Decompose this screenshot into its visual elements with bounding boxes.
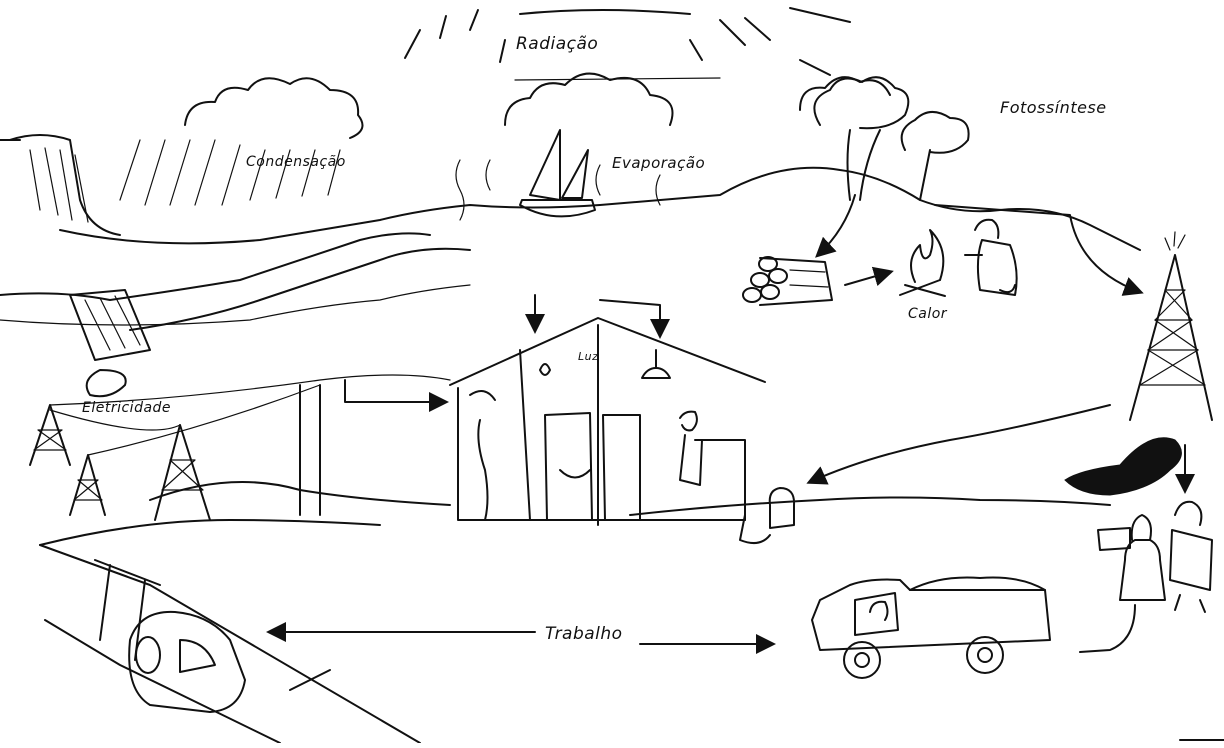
label-luz: Luz <box>578 350 598 363</box>
campfire <box>900 230 945 296</box>
label-eletricidade: Eletricidade <box>82 400 171 416</box>
house <box>450 318 794 543</box>
label-evaporacao: Evaporação <box>612 154 705 172</box>
label-fotossintese: Fotossíntese <box>1000 98 1107 117</box>
lamp-attendant <box>1098 502 1212 612</box>
power-towers <box>30 375 450 520</box>
sun-rays <box>405 8 850 80</box>
rain-lines <box>120 140 660 220</box>
pickup-truck <box>812 578 1050 679</box>
sailboat <box>520 130 595 216</box>
log-pile <box>743 257 832 305</box>
solar-panel <box>70 290 150 396</box>
landscape <box>0 168 1140 545</box>
label-trabalho: Trabalho <box>545 624 623 644</box>
oil-derrick <box>1065 232 1212 495</box>
clouds <box>185 74 890 138</box>
trees <box>814 77 968 200</box>
flow-arrows <box>270 195 1224 740</box>
person-warming <box>965 220 1017 295</box>
waterfall <box>0 135 120 235</box>
label-condensacao: Condensação <box>246 154 346 170</box>
label-radiacao: Radiação <box>516 34 598 54</box>
bridge-car <box>40 545 420 743</box>
label-calor: Calor <box>908 306 947 322</box>
